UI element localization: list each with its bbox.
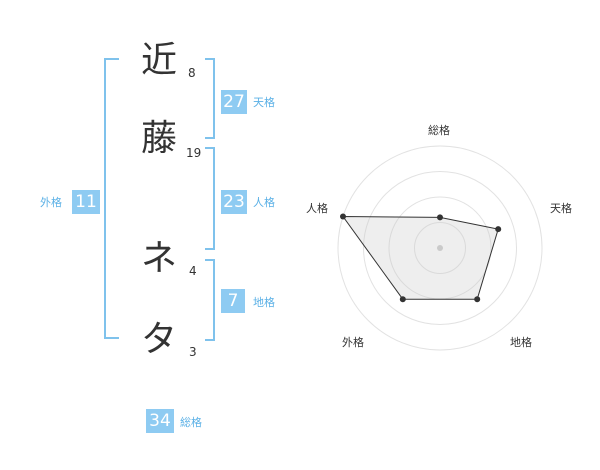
jinkaku-bracket bbox=[205, 147, 215, 250]
gaikaku-label: 外格 bbox=[40, 196, 62, 209]
radar-axis-label-chikaku: 地格 bbox=[510, 336, 532, 349]
jinkaku-label: 人格 bbox=[253, 196, 275, 209]
radar-point-5 bbox=[340, 213, 346, 220]
tenkaku-label: 天格 bbox=[253, 96, 275, 109]
soukaku-label: 総格 bbox=[180, 416, 202, 429]
radar-point-4 bbox=[399, 296, 406, 303]
radar-polygon bbox=[342, 215, 499, 300]
stroke-count-2: 19 bbox=[186, 146, 202, 160]
name-char-2: 藤 bbox=[140, 118, 177, 159]
gaikaku-value: 11 bbox=[72, 190, 100, 214]
radar-center-dot bbox=[437, 245, 443, 251]
name-char-1: 近 bbox=[140, 40, 177, 81]
gaikaku-bracket bbox=[104, 58, 119, 339]
soukaku-value: 34 bbox=[146, 409, 174, 433]
radar-chart bbox=[337, 145, 543, 351]
chikaku-bracket bbox=[205, 259, 215, 341]
jinkaku-value: 23 bbox=[221, 190, 247, 214]
tenkaku-value: 27 bbox=[221, 90, 247, 114]
name-char-3: ネ bbox=[140, 238, 177, 279]
radar-axis-label-soukaku: 総格 bbox=[428, 124, 450, 137]
chikaku-label: 地格 bbox=[253, 296, 275, 309]
name-char-4: タ bbox=[140, 319, 177, 360]
chikaku-value: 7 bbox=[221, 289, 245, 313]
radar-ring-1 bbox=[414, 222, 466, 274]
stroke-count-1: 8 bbox=[188, 66, 196, 80]
stroke-count-3: 4 bbox=[189, 264, 197, 278]
radar-axis-label-jinkaku: 人格 bbox=[306, 202, 328, 215]
radar-point-2 bbox=[495, 226, 502, 233]
radar-point-1 bbox=[437, 214, 443, 221]
stroke-count-4: 3 bbox=[189, 345, 197, 359]
radar-point-3 bbox=[474, 296, 481, 303]
radar-ring-4 bbox=[337, 145, 543, 351]
radar-ring-3 bbox=[363, 171, 517, 325]
radar-axis-label-tenkaku: 天格 bbox=[550, 202, 572, 215]
radar-axis-label-gaikaku: 外格 bbox=[342, 336, 364, 349]
tenkaku-bracket bbox=[205, 58, 215, 139]
brackets bbox=[104, 58, 215, 341]
